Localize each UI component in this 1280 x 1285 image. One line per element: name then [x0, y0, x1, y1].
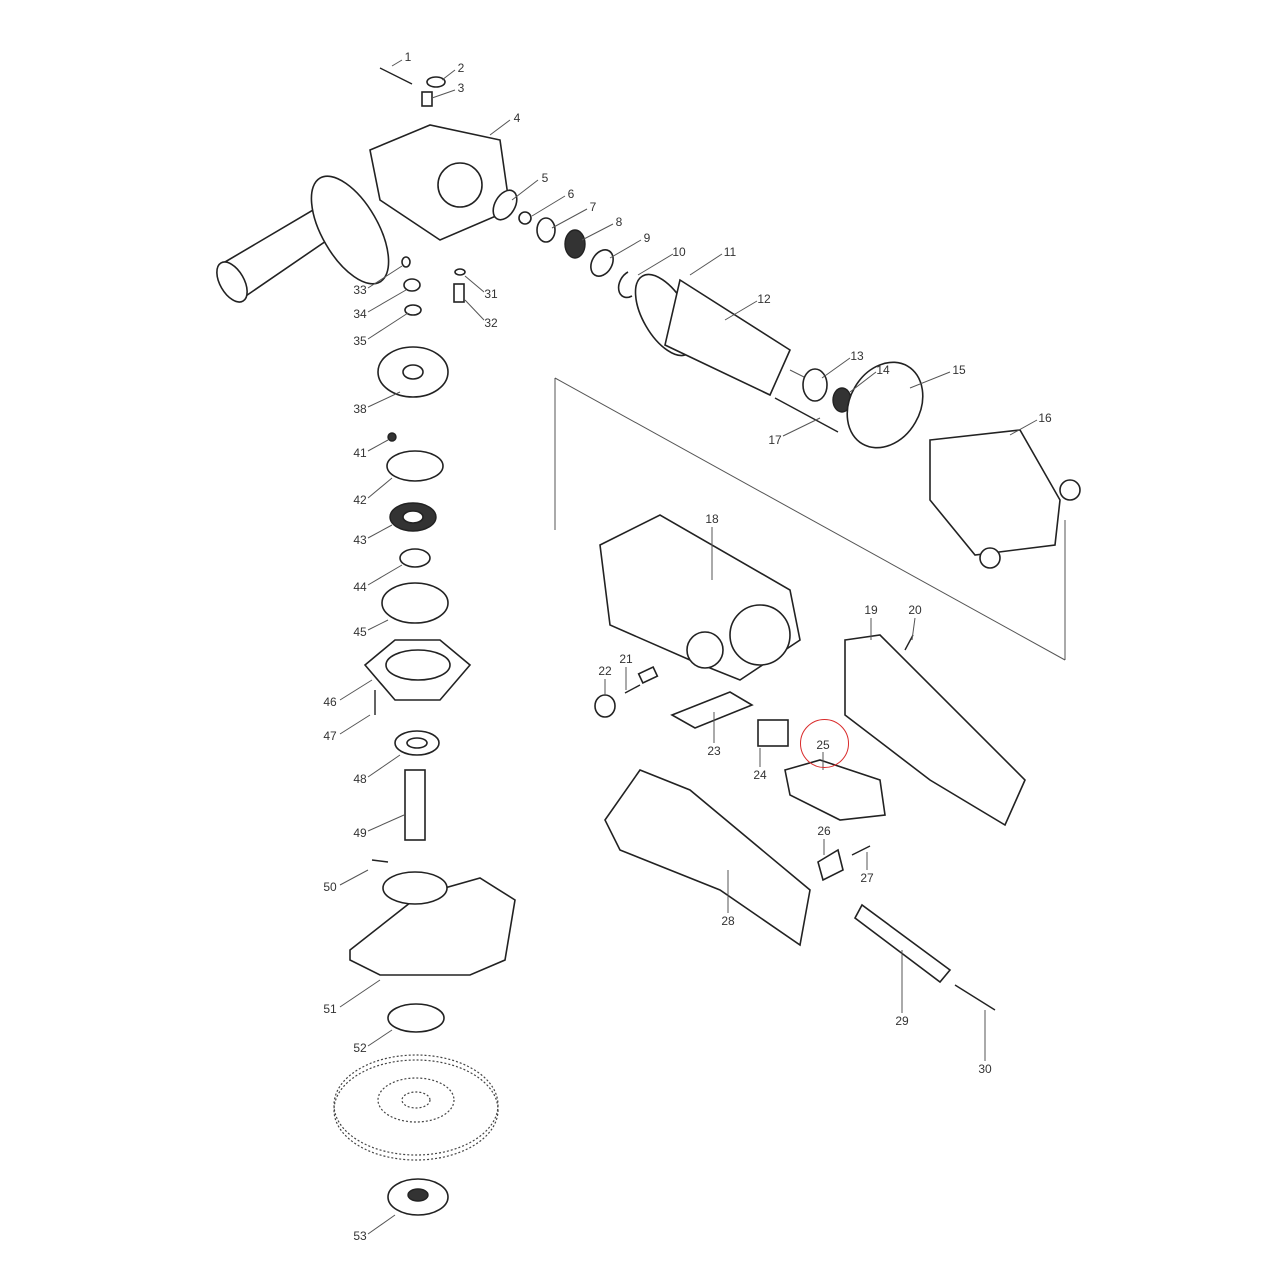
part-label-53[interactable]: 53 — [353, 1229, 367, 1243]
part-label-17[interactable]: 17 — [768, 433, 782, 447]
part-label-42[interactable]: 42 — [353, 493, 367, 507]
part-label-33[interactable]: 33 — [353, 283, 367, 297]
part-label-46[interactable]: 46 — [323, 695, 337, 709]
part-label-41[interactable]: 41 — [353, 446, 367, 460]
part-label-50[interactable]: 50 — [323, 880, 337, 894]
part-label-48[interactable]: 48 — [353, 772, 367, 786]
part-label-35[interactable]: 35 — [353, 334, 367, 348]
part-label-19[interactable]: 19 — [864, 603, 878, 617]
part-label-32[interactable]: 32 — [484, 316, 498, 330]
part-label-24[interactable]: 24 — [753, 768, 767, 782]
part-label-45[interactable]: 45 — [353, 625, 367, 639]
part-label-25[interactable]: 25 — [816, 738, 830, 752]
part-label-15[interactable]: 15 — [952, 363, 966, 377]
part-label-6[interactable]: 6 — [567, 187, 575, 201]
lower-handle-drawing — [604, 769, 811, 947]
part-label-22[interactable]: 22 — [598, 664, 612, 678]
part-label-3[interactable]: 3 — [457, 81, 465, 95]
part-label-52[interactable]: 52 — [353, 1041, 367, 1055]
part-label-14[interactable]: 14 — [876, 363, 890, 377]
part-label-21[interactable]: 21 — [619, 652, 633, 666]
part-label-47[interactable]: 47 — [323, 729, 337, 743]
part-label-11[interactable]: 11 — [723, 245, 737, 259]
part-label-9[interactable]: 9 — [643, 231, 651, 245]
part-label-7[interactable]: 7 — [589, 200, 597, 214]
part-label-12[interactable]: 12 — [757, 292, 771, 306]
part-label-1[interactable]: 1 — [404, 50, 412, 64]
part-label-28[interactable]: 28 — [721, 914, 735, 928]
part-label-10[interactable]: 10 — [672, 245, 686, 259]
part-label-49[interactable]: 49 — [353, 826, 367, 840]
part-label-29[interactable]: 29 — [895, 1014, 909, 1028]
part-label-2[interactable]: 2 — [457, 61, 465, 75]
part-label-5[interactable]: 5 — [541, 171, 549, 185]
field-drawing — [929, 429, 1061, 556]
part-label-16[interactable]: 16 — [1038, 411, 1052, 425]
part-label-13[interactable]: 13 — [850, 349, 864, 363]
rear-handle-drawing — [844, 634, 1026, 827]
part-label-38[interactable]: 38 — [353, 402, 367, 416]
part-label-8[interactable]: 8 — [615, 215, 623, 229]
part-label-27[interactable]: 27 — [860, 871, 874, 885]
part-label-43[interactable]: 43 — [353, 533, 367, 547]
part-label-44[interactable]: 44 — [353, 580, 367, 594]
switch-drawing — [784, 759, 886, 821]
part-label-34[interactable]: 34 — [353, 307, 367, 321]
part-label-30[interactable]: 30 — [978, 1062, 992, 1076]
part-label-26[interactable]: 26 — [817, 824, 831, 838]
part-label-51[interactable]: 51 — [323, 1002, 337, 1016]
part-label-23[interactable]: 23 — [707, 744, 721, 758]
part-label-18[interactable]: 18 — [705, 512, 719, 526]
part-label-20[interactable]: 20 — [908, 603, 922, 617]
side-handle-drawing — [216, 175, 390, 303]
part-label-4[interactable]: 4 — [513, 111, 521, 125]
part-label-31[interactable]: 31 — [484, 287, 498, 301]
armature-drawing — [634, 273, 811, 397]
